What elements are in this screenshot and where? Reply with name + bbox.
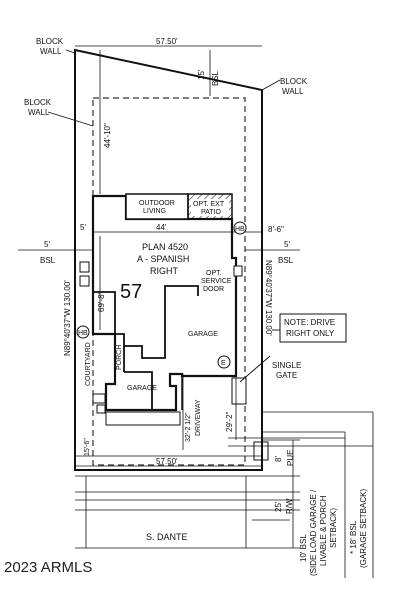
service-door-label-3: DOOR	[203, 286, 224, 293]
opt-patio-label-2: PATIO	[201, 209, 222, 216]
plan-name-2: A - SPANISH	[137, 254, 189, 264]
outdoor-living-label-2: LIVING	[143, 208, 166, 215]
step-box	[92, 393, 106, 404]
driveway-pad	[105, 411, 181, 426]
outdoor-living-label-1: OUTDOOR	[139, 200, 175, 207]
dim-8-pue: 8'	[274, 456, 283, 462]
garage-upper-label: GARAGE	[188, 331, 218, 338]
window-mark	[79, 261, 90, 273]
copyright-watermark: 2023 ARMLS	[4, 559, 92, 576]
setback-18-line-1: * 18' BSL	[349, 520, 358, 554]
garage-lower-label: GARAGE	[127, 385, 157, 392]
pue-label: PUE	[286, 450, 295, 466]
service-door-label-1: OPT.	[206, 270, 222, 277]
single-gate-label-1: SINGLE	[272, 361, 301, 370]
block-wall-left-1: BLOCK	[24, 98, 52, 107]
electric-marker	[217, 355, 231, 369]
dim-15-6: 15'-6"	[84, 438, 91, 456]
setback-18-line-2: (GARAGE SETBACK)	[359, 489, 368, 568]
note-line-1: NOTE: DRIVE	[284, 318, 335, 327]
setback-10-line-2: (SIDE LOAD GARAGE /	[309, 489, 318, 576]
interior-wall	[115, 333, 125, 372]
hose-bib-marker	[233, 221, 247, 235]
pue-box	[253, 441, 269, 461]
block-wall-top-1: BLOCK	[36, 37, 64, 46]
house-depth-dim: 69'-8"	[97, 291, 106, 312]
block-wall-right-2: WALL	[282, 87, 304, 96]
property-line	[74, 48, 263, 471]
service-door-label-2: SERVICE	[201, 278, 232, 285]
front-setback-label: BSL	[211, 70, 220, 86]
right-bsl-label: BSL	[278, 256, 294, 265]
house-footprint	[91, 194, 238, 412]
leader-lines	[47, 49, 281, 383]
right-bsl-dim: 5'	[284, 240, 290, 249]
lot-width-bottom: 57.50'	[156, 457, 178, 466]
opt-patio-label-bg	[191, 199, 229, 216]
outdoor-living-area	[125, 193, 189, 220]
house-width-dim: 44'	[156, 223, 167, 232]
hose-bib-marker	[76, 325, 90, 339]
e-label: E	[221, 360, 226, 367]
setback-10-line-1: 10' BSL	[299, 534, 308, 562]
note-line-2: RIGHT ONLY	[286, 329, 335, 338]
setback-10-line-3: LIVABLE & PORCH	[319, 495, 328, 566]
step-box	[96, 404, 106, 414]
window-mark	[79, 275, 90, 287]
rear-yard-dim: 44'-10"	[103, 123, 112, 148]
front-setback-dim: 15'	[197, 69, 206, 80]
plan-name-1: PLAN 4520	[142, 242, 188, 252]
side-dim-5: 5'	[80, 223, 86, 232]
plan-name-3: RIGHT	[150, 266, 179, 276]
dim-25: 25'	[274, 501, 283, 512]
lot-number: 57	[120, 281, 142, 303]
gate-box	[231, 377, 247, 405]
interior-wall	[124, 285, 199, 359]
driveway-label: DRIVEWAY	[195, 399, 202, 436]
block-wall-left-2: WALL	[28, 108, 50, 117]
left-bsl-label: BSL	[40, 256, 56, 265]
dim-29-2: 29'-2"	[225, 411, 234, 432]
dim-32-2-half: 32'-2 1/2"	[185, 412, 192, 442]
hb-label-left: HB	[78, 330, 88, 337]
courtyard-label: COURTYARD	[85, 342, 92, 386]
left-bearing: N89°40'37"W 130.00'	[63, 280, 72, 356]
note-box	[279, 313, 347, 343]
block-wall-right-1: BLOCK	[280, 77, 308, 86]
lot-width-top: 57.50'	[156, 37, 178, 46]
left-bsl-dim: 5'	[44, 240, 50, 249]
right-bearing: N89°40'37"W 130.00'	[264, 260, 273, 336]
service-door-box	[233, 265, 243, 277]
block-wall-top-2: WALL	[40, 47, 62, 56]
interior-wall	[124, 371, 153, 410]
porch-label: PORCH	[116, 345, 123, 370]
rw-label: R/W	[285, 498, 294, 514]
single-gate-label-2: GATE	[276, 371, 297, 380]
side-dim-8-6: 8'-6"	[268, 225, 284, 234]
opt-patio-label-1: OPT. EXT	[193, 201, 225, 208]
hb-label-top: HB	[235, 226, 245, 233]
street-name: S. DANTE	[146, 532, 188, 542]
setback-10-line-4: SETBACK)	[329, 508, 338, 548]
